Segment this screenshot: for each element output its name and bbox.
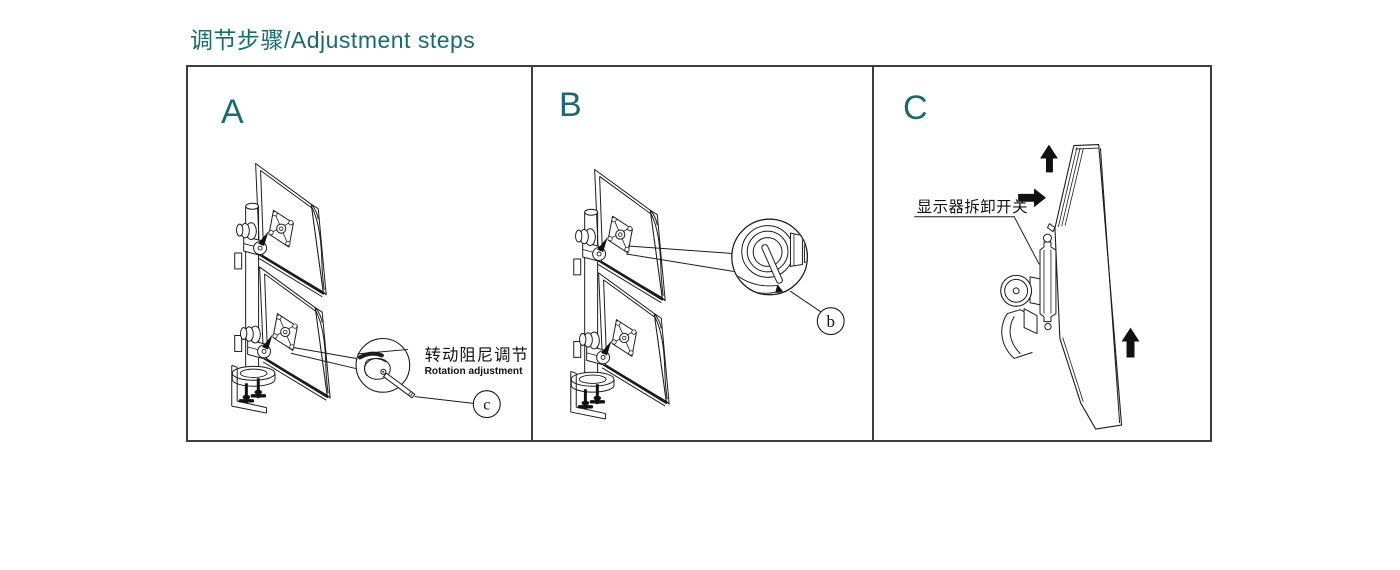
vesa-mount-assembly (1000, 233, 1057, 359)
panel-c-label: C (903, 89, 928, 127)
panel-b-label: B (559, 86, 582, 124)
svg-text:转动阻尼调节: 转动阻尼调节 (425, 345, 529, 364)
magnifier-callout-b (731, 218, 808, 296)
page-title: 调节步骤/Adjustment steps (190, 27, 476, 53)
panel-c: C (874, 67, 1210, 440)
panel-b: B (533, 67, 874, 440)
callout-leader-lines-b (625, 245, 734, 272)
svg-text:显示器拆卸开关: 显示器拆卸开关 (917, 198, 1028, 216)
dual-monitor-stand (571, 169, 669, 419)
svg-text:Rotation adjustment: Rotation adjustment (425, 366, 524, 377)
monitor-side-view-drawing: 显示器拆卸开关 (914, 144, 1140, 430)
diagram-frame: A (186, 65, 1212, 442)
monitor-stand-drawing-a: c 转动阻尼调节 Rotation adjustment (188, 67, 529, 419)
removal-switch-annotation: 显示器拆卸开关 (914, 198, 1040, 265)
removal-switch (1042, 233, 1052, 243)
monitor-stand-drawing-b: b (533, 67, 845, 440)
callout-letter-b-badge: b (816, 307, 845, 336)
magnifier-callout-a (355, 337, 416, 399)
badge-connector-b (789, 290, 822, 313)
label-leader-line (1013, 216, 1040, 265)
monitor-side-profile (1046, 144, 1123, 430)
callout-leader-lines-a (290, 346, 360, 370)
svg-text:c: c (483, 397, 490, 414)
right-arrow-icon (1018, 188, 1046, 208)
dual-monitor-stand (232, 164, 330, 414)
rotation-adjustment-annotation: 转动阻尼调节 Rotation adjustment (425, 345, 529, 377)
up-arrow-icon (1040, 144, 1058, 173)
svg-text:b: b (827, 312, 835, 331)
up-arrow-icon (1121, 327, 1140, 358)
panel-a-label: A (221, 93, 244, 131)
badge-connector-a (414, 396, 474, 404)
callout-letter-c-badge: c (472, 390, 501, 419)
allen-key (383, 372, 416, 399)
panel-a: A (188, 67, 533, 440)
allen-key (761, 244, 783, 284)
right-plate (789, 232, 803, 268)
